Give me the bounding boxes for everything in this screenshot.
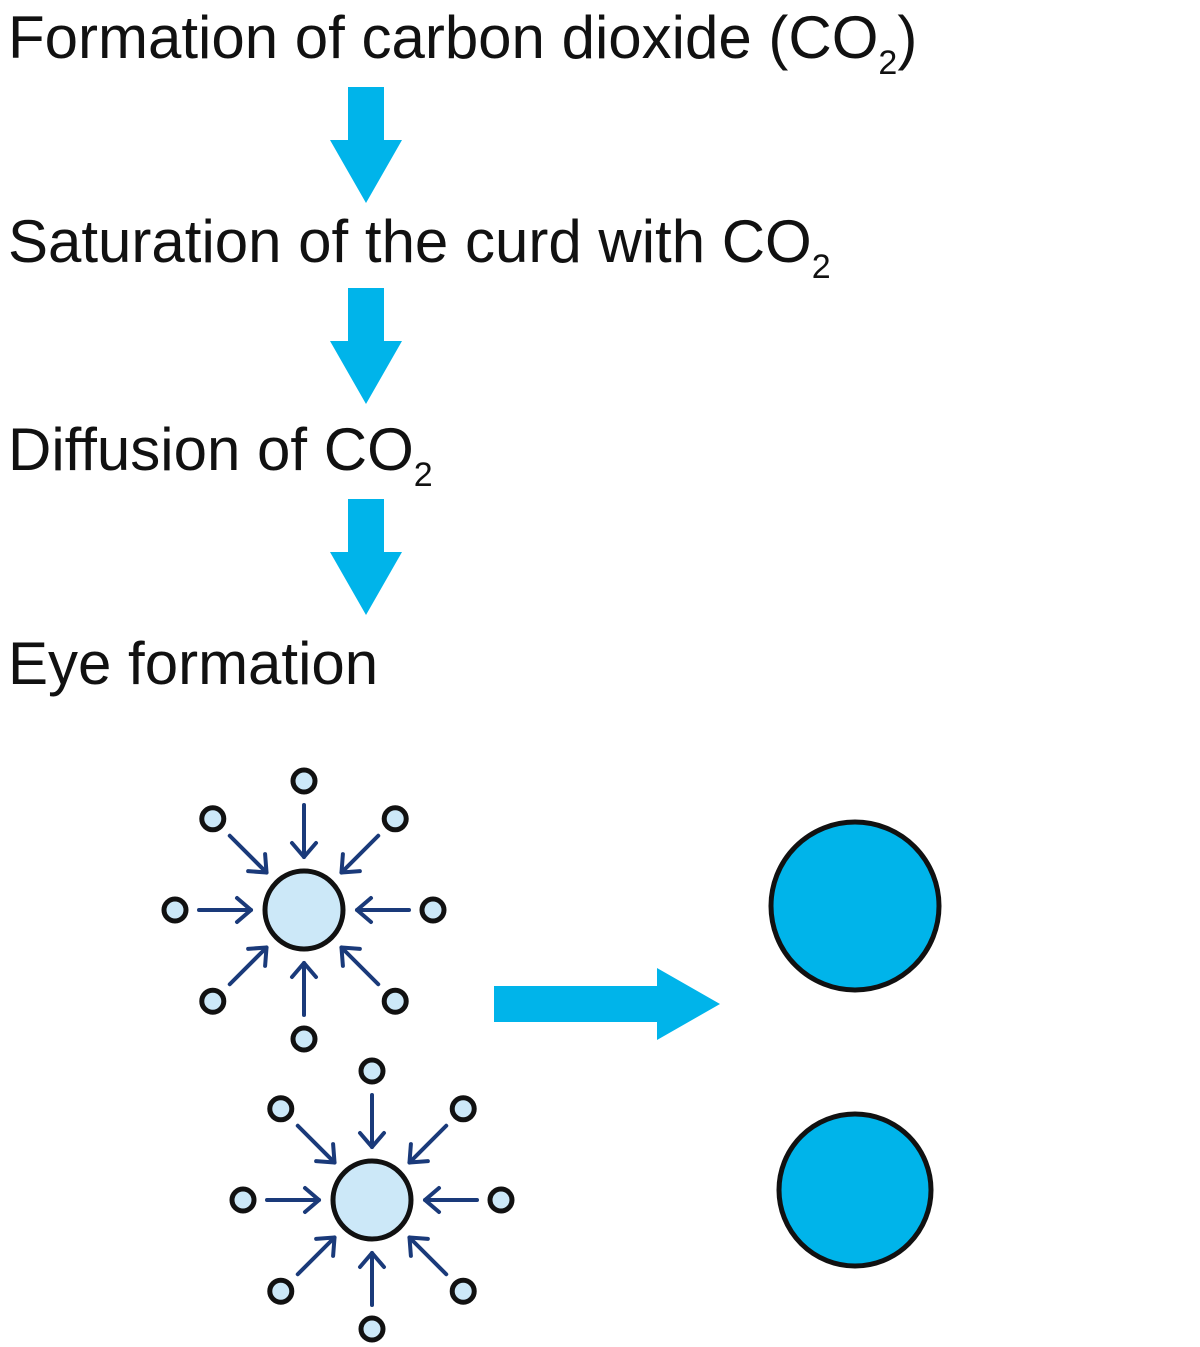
co2-molecule-dot (161, 896, 189, 924)
down-arrow-3 (330, 499, 402, 615)
inward-arrow-head (423, 1186, 441, 1214)
inward-arrow-head (246, 852, 269, 875)
inward-arrow-head (314, 1235, 337, 1258)
co2-molecule-dot (487, 1186, 515, 1214)
step-co2-formation: Formation of carbon dioxide (CO2) (8, 4, 918, 82)
co2-molecule-dot (290, 1025, 318, 1053)
inward-arrow-head (339, 945, 362, 968)
gas-bubble-nucleus (330, 1158, 414, 1242)
co2-molecule-dot (290, 767, 318, 795)
co2-cluster (229, 1057, 515, 1343)
inward-arrow-shaft (407, 1235, 449, 1277)
co2-molecule-dot (199, 987, 227, 1015)
inward-arrow-head (290, 841, 318, 859)
co2-molecule-dot (229, 1186, 257, 1214)
inward-arrow-head (246, 945, 269, 968)
step-eye-formation: Eye formation (8, 630, 379, 697)
inward-arrow-shaft (295, 1123, 337, 1165)
co2-molecule-dot (358, 1315, 386, 1343)
co2-molecule-dot (419, 896, 447, 924)
inward-arrow-shaft (227, 945, 269, 987)
inward-arrow-head (358, 1251, 386, 1269)
eye-circle-large (768, 819, 942, 993)
co2-molecule-dot (381, 987, 409, 1015)
inward-arrow-shaft (227, 833, 269, 875)
step-curd-saturation: Saturation of the curd with CO2 (8, 208, 831, 286)
co2-molecule-dot (381, 805, 409, 833)
down-arrow-2 (330, 288, 402, 404)
co2-molecule-dot (267, 1095, 295, 1123)
inward-arrow-shaft (295, 1235, 337, 1277)
co2-molecule-dot (449, 1277, 477, 1305)
gas-bubble-nucleus (262, 868, 346, 952)
inward-arrow-head (407, 1235, 430, 1258)
co2-molecule-dot (199, 805, 227, 833)
inward-arrow-head (235, 896, 253, 924)
inward-arrow-head (355, 896, 373, 924)
inward-arrow-shaft (407, 1123, 449, 1165)
right-arrow (494, 968, 720, 1040)
co2-molecule-dot (267, 1277, 295, 1305)
down-arrow-1 (330, 87, 402, 203)
inward-arrow-head (407, 1142, 430, 1165)
inward-arrow-head (358, 1131, 386, 1149)
co2-molecule-dot (449, 1095, 477, 1123)
eye-circle-small (776, 1111, 934, 1269)
co2-molecule-dot (358, 1057, 386, 1085)
inward-arrow-head (290, 961, 318, 979)
inward-arrow-shaft (339, 945, 381, 987)
inward-arrow-shaft (339, 833, 381, 875)
inward-arrow-head (339, 852, 362, 875)
step-co2-diffusion: Diffusion of CO2 (8, 416, 433, 494)
co2-cluster (161, 767, 447, 1053)
inward-arrow-head (314, 1142, 337, 1165)
inward-arrow-head (303, 1186, 321, 1214)
